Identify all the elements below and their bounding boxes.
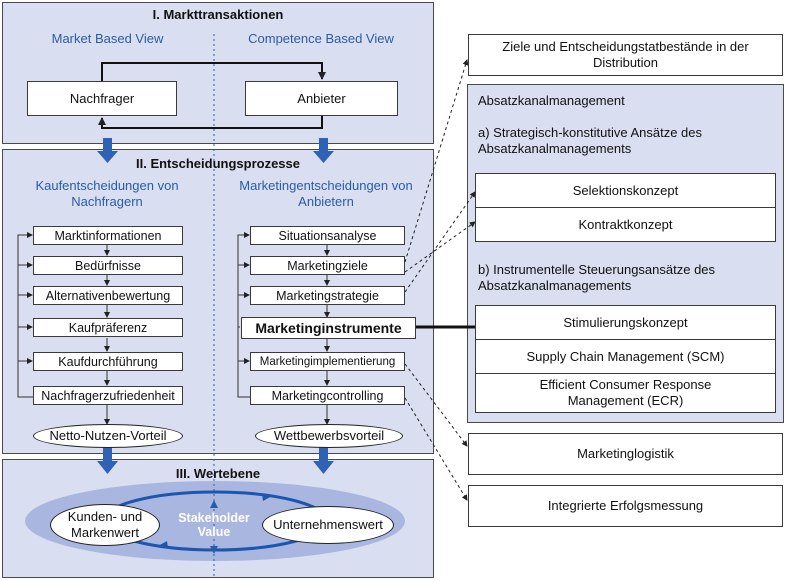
section-title-wertebene: III. Wertebene [175, 466, 261, 481]
left-step-nachfragerzufriedenheit: Nachfragerzufriedenheit [33, 386, 183, 405]
marketinglogistik-box: Marketinglogistik [468, 433, 783, 475]
group-a-heading: a) Strategisch-konstitutive Ansätze des … [478, 125, 703, 156]
left-step-beduerfnisse: Bedürfnisse [33, 256, 183, 275]
right-step-situationsanalyse: Situationsanalyse [250, 226, 405, 245]
group-b-heading: b) Instrumentelle Steuerungsansätze des … [478, 262, 716, 293]
right-step-marketingstrategie: Marketingstrategie [250, 286, 405, 305]
competence-based-view-label: Competence Based View [248, 31, 394, 46]
right-step-marketingcontrolling: Marketingcontrolling [250, 386, 405, 405]
kunden-markenwert-oval: Kunden- und Markenwert [50, 504, 160, 546]
right-step-marketingimplementierung: Marketingimplementierung [250, 352, 405, 371]
stimulierungskonzept-box: Stimulierungskonzept [475, 305, 776, 340]
selektionskonzept-box: Selektionskonzept [475, 173, 776, 208]
panel-markttransaktionen [2, 2, 434, 144]
scm-box: Supply Chain Management (SCM) [475, 339, 776, 374]
left-step-alternativenbewertung: Alternativenbewertung [33, 286, 183, 305]
kaufentscheidungen-heading: Kaufentscheidungen von Nachfragern [35, 178, 179, 209]
left-step-kaufdurchfuehrung: Kaufdurchführung [33, 352, 183, 371]
section-title-entscheidungsprozesse: II. Entscheidungsprozesse [136, 156, 300, 171]
right-step-marketingziele: Marketingziele [250, 256, 405, 275]
market-based-view-label: Market Based View [51, 31, 164, 46]
wettbewerbsvorteil-oval: Wettbewerbsvorteil [255, 424, 403, 448]
left-step-marktinformationen: Marktinformationen [33, 226, 183, 245]
ecr-box: Efficient Consumer Response Management (… [475, 373, 776, 413]
ziele-entscheidungstatbestaende-box: Ziele und Entscheidungstatbestände in de… [468, 34, 783, 76]
right-step-marketinginstrumente: Marketinginstrumente [241, 317, 416, 339]
unternehmenswert-oval: Unternehmenswert [262, 506, 394, 544]
stakeholder-value-label: Stakeholder Value [178, 511, 250, 539]
nachfrager-box: Nachfrager [27, 81, 177, 116]
left-step-kaufpraeferenz: Kaufpräferenz [33, 318, 183, 337]
anbieter-box: Anbieter [245, 81, 398, 116]
marketingentscheidungen-heading: Marketingentscheidungen von Anbietern [239, 178, 413, 209]
integrierte-erfolgsmessung-box: Integrierte Erfolgsmessung [468, 485, 783, 527]
netto-nutzen-vorteil-oval: Netto-Nutzen-Vorteil [33, 424, 183, 448]
kontraktkonzept-box: Kontraktkonzept [475, 207, 776, 242]
absatzkanalmanagement-title: Absatzkanalmanagement [478, 93, 625, 108]
section-title-markttransaktionen: I. Markttransaktionen [152, 7, 284, 22]
